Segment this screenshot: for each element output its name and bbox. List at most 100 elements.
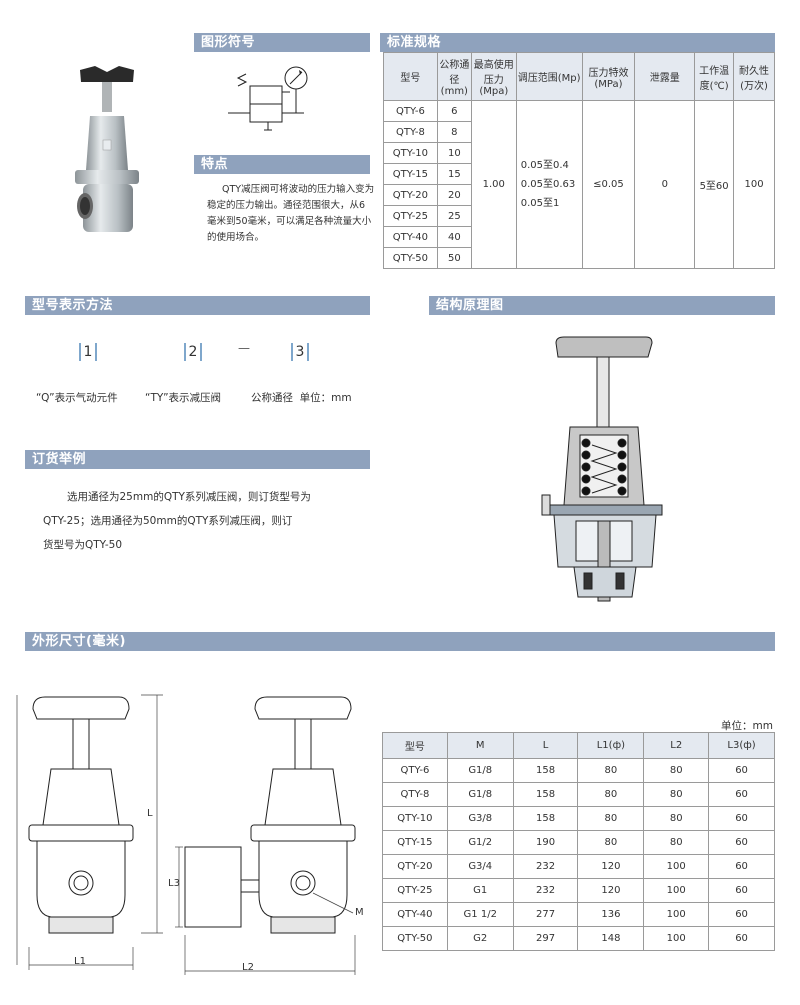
label-L3: L3 — [168, 878, 180, 889]
section-features: 特点 — [194, 155, 370, 174]
model-cell: QTY-20 — [383, 184, 438, 206]
dim-cell: 60 — [708, 782, 775, 807]
dim-header: M — [446, 732, 514, 759]
dim-header: L — [512, 732, 579, 759]
label-M: M — [355, 907, 364, 918]
model-code-2: 2 — [184, 343, 202, 361]
table-row: QTY-6 6 1.00 0.05至0.4 0.05至0.63 0.05至1 ≤… — [383, 100, 775, 269]
order-text: 选用通径为25mm的QTY系列减压阀，则订货型号为 QTY-25；选用通径为50… — [43, 485, 373, 557]
dim-cell: 100 — [643, 926, 710, 951]
cross-section-drawing — [541, 336, 663, 602]
label-L: L — [147, 808, 153, 819]
dim-cell: 60 — [708, 758, 775, 783]
model-cell: QTY-10 — [383, 142, 438, 164]
dim-cell: 232 — [512, 854, 579, 879]
features-line: 毫米到50毫米，可以满足各种流量大小 — [207, 216, 372, 227]
dim-header: L2 — [643, 732, 710, 759]
dim-cell: 100 — [643, 854, 710, 879]
spec-header: 最高使用压力(Mpa) — [470, 52, 517, 101]
model-cell: QTY-50 — [383, 247, 438, 269]
dim-cell: QTY-15 — [382, 830, 448, 855]
bore-cell: 15 — [436, 163, 472, 185]
dim-cell: 136 — [577, 902, 645, 927]
pressure-char-cell: ≤0.05 — [581, 100, 636, 269]
dim-cell: 80 — [643, 782, 710, 807]
spec-header: 调压范围(Mp) — [515, 52, 583, 101]
features-line: QTY减压阀可将波动的压力输入变为 — [222, 184, 375, 195]
features-text: QTY减压阀可将波动的压力输入变为 稳定的压力输出。通径范围很大，从6 毫米到5… — [207, 182, 377, 246]
spec-header: 耐久性(万次) — [733, 52, 775, 101]
spec-header: 工作温度(℃) — [694, 52, 735, 101]
dim-cell: 60 — [708, 902, 775, 927]
model-cell: QTY-25 — [383, 205, 438, 227]
dim-cell: G2 — [446, 926, 514, 951]
order-line: 货型号为QTY-50 — [43, 539, 122, 551]
dim-cell: 297 — [512, 926, 579, 951]
model-cell: QTY-8 — [383, 121, 438, 143]
dim-header: L1(ф) — [577, 732, 645, 759]
section-spec: 标准规格 — [380, 33, 775, 52]
bore-cell: 25 — [436, 205, 472, 227]
dim-cell: G1 — [446, 878, 514, 903]
model-cell: QTY-40 — [383, 226, 438, 248]
model-code-1: 1 — [79, 343, 97, 361]
pneumatic-symbol — [228, 66, 308, 131]
dim-cell: 190 — [512, 830, 579, 855]
features-line: 的使用场合。 — [207, 232, 265, 243]
model-code-3: 3 — [291, 343, 309, 361]
bore-cell: 6 — [436, 100, 472, 122]
label-L1: L1 — [74, 956, 86, 967]
range-line: 0.05至0.4 — [520, 160, 569, 171]
dim-header: 型号 — [382, 732, 448, 759]
dim-cell: 60 — [708, 806, 775, 831]
features-line: 稳定的压力输出。通径范围很大，从6 — [207, 200, 366, 211]
model-cell: QTY-15 — [383, 163, 438, 185]
spec-header-row: 型号 公称通径(mm) 最高使用压力(Mpa) 调压范围(Mp) 压力特效(MP… — [383, 52, 775, 101]
dim-cell: 120 — [577, 878, 645, 903]
dimension-drawing — [16, 694, 356, 975]
temperature-cell: 5至60 — [694, 100, 735, 269]
dim-cell: 158 — [512, 782, 579, 807]
max-pressure-cell: 1.00 — [470, 100, 517, 269]
dim-cell: 60 — [708, 854, 775, 879]
regulator-photo — [75, 66, 139, 232]
dim-cell: 232 — [512, 878, 579, 903]
dim-cell: G1/8 — [446, 758, 514, 783]
durability-cell: 100 — [733, 100, 775, 269]
dim-cell: QTY-50 — [382, 926, 448, 951]
dim-cell: 80 — [577, 806, 645, 831]
dim-cell: 277 — [512, 902, 579, 927]
spec-header: 压力特效(MPa) — [581, 52, 636, 101]
model-label-bore: 公称通径 单位：mm — [251, 392, 352, 404]
section-model-method: 型号表示方法 — [25, 296, 370, 315]
dim-cell: QTY-20 — [382, 854, 448, 879]
dim-cell: QTY-40 — [382, 902, 448, 927]
dim-header: L3(ф) — [708, 732, 775, 759]
dim-header-row: 型号 M L L1(ф) L2 L3(ф) — [382, 732, 775, 759]
model-cell: QTY-6 — [383, 100, 438, 122]
bore-cell: 8 — [436, 121, 472, 143]
dim-cell: 80 — [577, 830, 645, 855]
spec-header: 公称通径(mm) — [436, 52, 472, 101]
dim-cell: G1 1/2 — [446, 902, 514, 927]
section-symbol: 图形符号 — [194, 33, 370, 52]
dim-cell: 80 — [577, 758, 645, 783]
dim-cell: 80 — [577, 782, 645, 807]
model-label-ty: “TY”表示减压阀 — [145, 392, 222, 404]
dim-cell: 100 — [643, 902, 710, 927]
leakage-cell: 0 — [634, 100, 696, 269]
section-structure: 结构原理图 — [429, 296, 775, 315]
model-label-q: “Q”表示气动元件 — [36, 392, 118, 404]
dim-cell: 158 — [512, 758, 579, 783]
dim-cell: QTY-10 — [382, 806, 448, 831]
